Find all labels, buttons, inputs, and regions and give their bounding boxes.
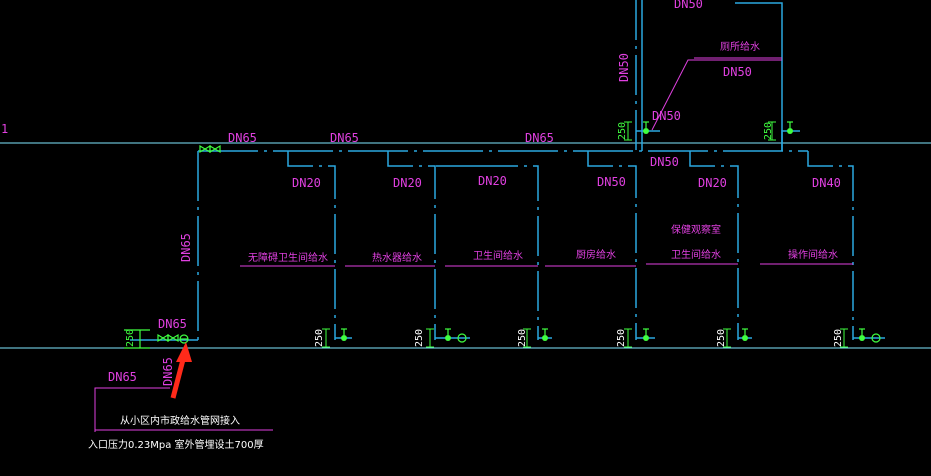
upper-top-size: DN50 [674, 0, 703, 11]
branch-pipes [287, 0, 854, 340]
branch-1-label: 无障碍卫生间给水 [248, 251, 328, 264]
branch-3-dim: 250 [517, 329, 528, 347]
upper-dim-left: 250 [617, 122, 628, 140]
size-top-3: DN65 [525, 131, 554, 145]
pointer-arrow-icon [170, 342, 192, 399]
upper-label-size: DN50 [723, 65, 752, 79]
label-underlines [240, 57, 853, 267]
fixture-valve-icon [426, 328, 467, 348]
fixture-valve-icon [723, 328, 748, 348]
branch-4-label: 厨房给水 [576, 248, 616, 261]
branch-5-dim: 250 [716, 329, 727, 347]
branch-3-size: DN20 [478, 174, 507, 188]
fixture-valve-icon [624, 121, 649, 141]
fixture-valve-icon [840, 328, 881, 348]
fixture-valves [322, 121, 881, 348]
branch-6-dim: 250 [833, 329, 844, 347]
upper-main-size: DN50 [650, 155, 679, 169]
inlet-note-2: 入口压力0.23Mpa 室外管埋设土700厚 [88, 438, 264, 451]
branch-5-size: DN20 [698, 176, 727, 190]
upper-leader-line [651, 59, 782, 131]
branch-5-label-line1: 保健观察室 [671, 223, 721, 236]
size-riser: DN65 [179, 233, 193, 262]
branch-4-size: DN50 [597, 175, 626, 189]
upper-riser-size: DN50 [617, 53, 631, 82]
upper-branch-size: DN50 [652, 109, 681, 123]
inlet-note-leader [94, 387, 170, 432]
branch-3-label: 卫生间给水 [473, 249, 523, 262]
branch-4-dim: 250 [616, 329, 627, 347]
size-top-1: DN65 [228, 131, 257, 145]
size-inlet-vertical: DN65 [161, 357, 175, 386]
fixture-valve-icon [624, 328, 649, 348]
branch-2-size: DN20 [393, 176, 422, 190]
fixture-stubs [335, 130, 885, 339]
inlet-note-1: 从小区内市政给水管网接入 [120, 414, 240, 427]
size-inlet: DN65 [158, 317, 187, 331]
branch-1-dim: 250 [314, 329, 325, 347]
fittings [124, 144, 221, 349]
branch-2-dim: 250 [414, 329, 425, 347]
edge-mark: 1 [1, 122, 8, 136]
branch-6-label: 操作间给水 [788, 248, 838, 261]
upper-dim-right: 250 [763, 122, 774, 140]
size-top-2: DN65 [330, 131, 359, 145]
branch-1-size: DN20 [292, 176, 321, 190]
branch-2-label: 热水器给水 [372, 251, 422, 264]
branch-6-size: DN40 [812, 176, 841, 190]
branch-5-label-line2: 卫生间给水 [671, 248, 721, 261]
inlet-dim: 250 [125, 329, 136, 347]
size-inlet-horizontal: DN65 [108, 370, 137, 384]
upper-label: 厕所给水 [720, 40, 760, 53]
fixture-valve-icon [322, 328, 347, 348]
fixture-valve-icon [523, 328, 548, 348]
fixture-valve-icon [768, 121, 793, 141]
